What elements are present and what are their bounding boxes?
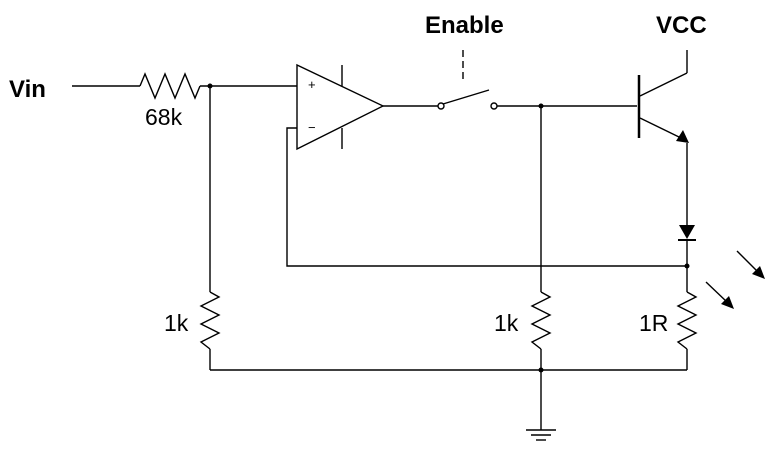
resistor-1k-left xyxy=(199,291,221,350)
enable-switch xyxy=(437,50,498,110)
resistor-68k xyxy=(139,72,201,100)
junction-dot xyxy=(684,263,690,269)
ground-symbol xyxy=(526,429,556,441)
resistor-1r-label: 1R xyxy=(639,310,669,336)
switch-to-base-wire xyxy=(497,103,637,109)
led-light-arrows xyxy=(705,250,765,309)
emitter-arrow xyxy=(676,130,689,143)
enable-label: Enable xyxy=(425,12,504,39)
led xyxy=(678,225,696,292)
resistor-1k-mid xyxy=(530,291,552,350)
resistor-1k-left-label: 1k xyxy=(164,310,189,336)
op-amp xyxy=(296,63,385,151)
vin-label: Vin xyxy=(9,76,46,103)
vcc-label: VCC xyxy=(656,12,707,39)
feedback-wire xyxy=(286,127,687,267)
ground-rail xyxy=(210,367,687,430)
resistor-1k-mid-label: 1k xyxy=(494,310,519,336)
npn-transistor xyxy=(637,50,689,143)
resistor-68k-label: 68k xyxy=(145,104,183,130)
opamp-plus-label: + xyxy=(308,77,316,92)
resistor-1r xyxy=(676,291,698,370)
opamp-minus-label: − xyxy=(308,120,316,135)
node-wire-top-left xyxy=(200,83,297,89)
